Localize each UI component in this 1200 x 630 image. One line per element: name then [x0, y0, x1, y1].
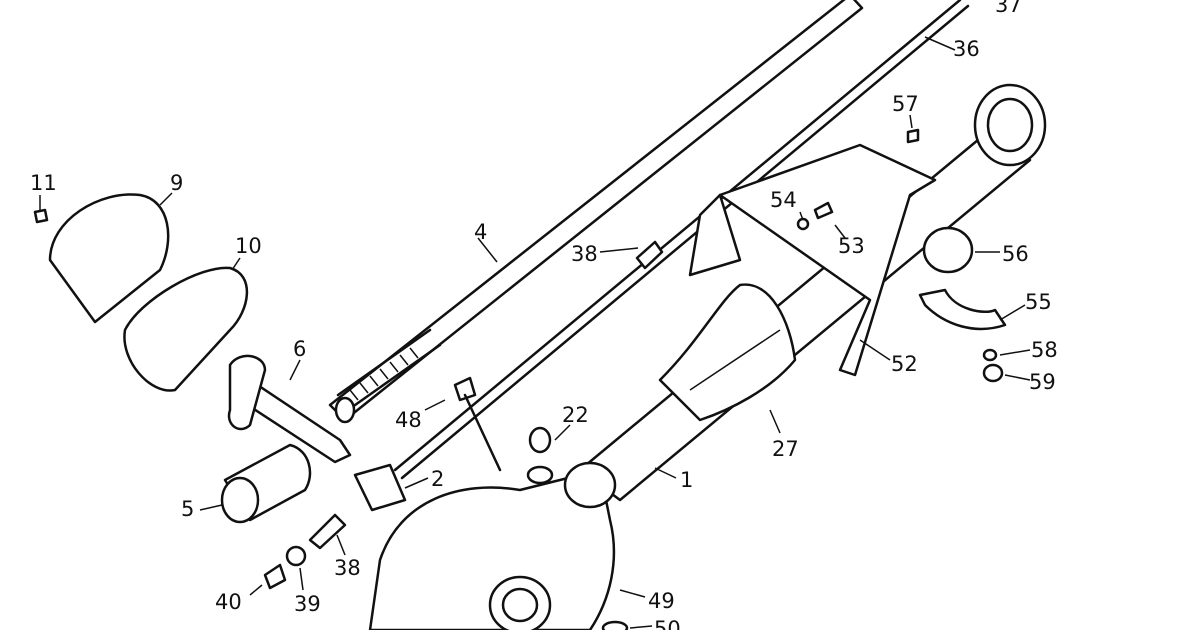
part-screw-11 [33, 208, 49, 224]
part-gasket-10 [123, 266, 249, 392]
part-bush-2 [353, 463, 407, 512]
label-53: 53 [838, 234, 865, 258]
label-22: 22 [562, 403, 589, 427]
part-gaiter-27 [658, 283, 797, 422]
part-washer-39 [285, 545, 307, 567]
part-shaft-6 [227, 354, 352, 464]
label-37: 37 [995, 0, 1022, 17]
part-bolt-48 [453, 376, 502, 472]
label-27: 27 [772, 437, 799, 461]
label-6: 6 [293, 337, 306, 361]
part-bracket-52 [688, 143, 937, 377]
leader-lines [39, 36, 1031, 629]
label-39: 39 [294, 592, 321, 616]
label-58: 58 [1031, 338, 1058, 362]
label-4: 4 [474, 220, 487, 244]
label-9: 9 [170, 171, 183, 195]
label-2: 2 [431, 467, 444, 491]
label-10: 10 [235, 234, 262, 258]
label-59: 59 [1029, 370, 1056, 394]
part-cover-9 [48, 193, 170, 324]
part-bolt-53 [813, 201, 834, 220]
label-54: 54 [770, 188, 797, 212]
part-pin-38 [308, 513, 347, 550]
part-washer-54 [796, 217, 810, 231]
part-coupling-5 [220, 443, 312, 524]
part-clip-55 [918, 288, 1007, 331]
part-nipple-22 [528, 426, 552, 454]
part-rod-4 [328, 0, 864, 424]
label-36: 36 [953, 37, 980, 61]
part-washer-58 [982, 348, 998, 362]
label-5: 5 [181, 497, 194, 521]
label-38-upper: 38 [571, 242, 598, 266]
part-clamp-56 [922, 226, 974, 274]
part-axle-tube-1 [578, 83, 1047, 502]
label-55: 55 [1025, 290, 1052, 314]
label-48: 48 [395, 408, 422, 432]
part-rod-36 [393, 0, 970, 480]
part-bolt-57 [906, 128, 920, 144]
label-52: 52 [891, 352, 918, 376]
part-50 [601, 620, 629, 630]
label-56: 56 [1002, 242, 1029, 266]
label-57: 57 [892, 92, 919, 116]
label-11: 11 [30, 171, 57, 195]
label-1: 1 [680, 468, 693, 492]
part-nut-59 [982, 363, 1004, 383]
part-housing-49 [368, 461, 617, 630]
label-38-lower: 38 [334, 556, 361, 580]
part-40 [263, 563, 287, 590]
label-50: 50 [654, 617, 681, 630]
label-49: 49 [648, 589, 675, 613]
label-40: 40 [215, 590, 242, 614]
